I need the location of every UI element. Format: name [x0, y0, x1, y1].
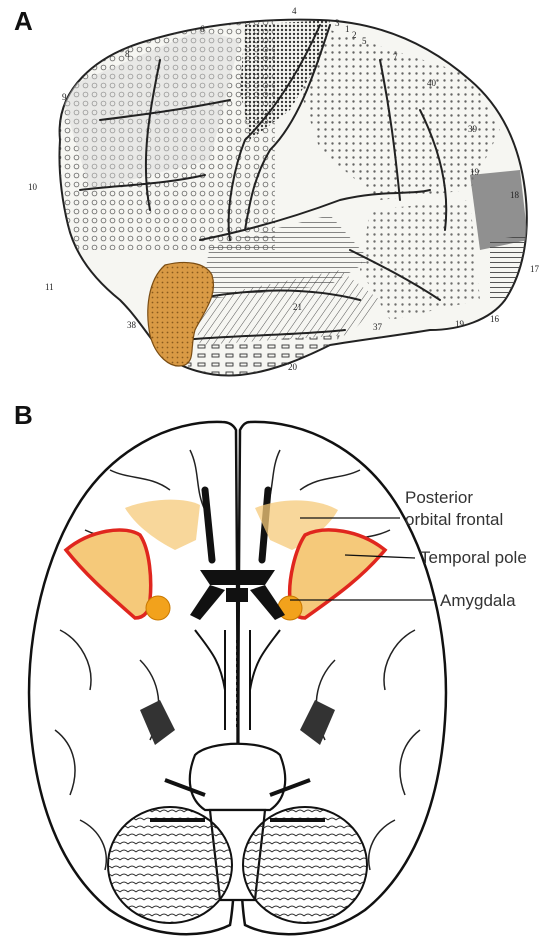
svg-text:6: 6 [200, 24, 205, 34]
svg-text:1: 1 [345, 24, 350, 34]
svg-text:40: 40 [427, 78, 437, 88]
svg-text:19: 19 [470, 167, 480, 177]
label-temporal-pole: Temporal pole [420, 548, 527, 567]
svg-text:9: 9 [62, 92, 67, 102]
cerebellum-left [108, 807, 232, 923]
pons [190, 744, 285, 810]
svg-text:3: 3 [335, 18, 340, 28]
label-posterior: Posterior [405, 488, 473, 507]
svg-text:4: 4 [292, 6, 297, 16]
svg-text:8: 8 [125, 49, 130, 59]
svg-text:18: 18 [510, 190, 520, 200]
svg-text:17: 17 [530, 264, 540, 274]
svg-text:37: 37 [373, 322, 383, 332]
panel-b-ventral-brain: Posterior orbital frontal Temporal pole … [0, 400, 553, 940]
svg-text:2: 2 [352, 30, 357, 40]
svg-text:7: 7 [393, 52, 398, 62]
svg-text:11: 11 [45, 282, 54, 292]
svg-text:39: 39 [468, 124, 478, 134]
label-orbital-frontal: orbital frontal [405, 510, 503, 529]
cerebellum-right [243, 807, 367, 923]
svg-text:5: 5 [362, 36, 367, 46]
label-amygdala: Amygdala [440, 591, 516, 610]
panel-a-lateral-brain: 4 3 1 2 5 6 8 9 10 11 7 40 39 19 18 17 1… [0, 0, 553, 395]
svg-text:38: 38 [127, 320, 137, 330]
svg-text:21: 21 [293, 302, 302, 312]
svg-text:19: 19 [455, 319, 465, 329]
svg-text:10: 10 [28, 182, 38, 192]
svg-text:16: 16 [490, 314, 500, 324]
amygdala-left [146, 596, 170, 620]
area-17 [490, 235, 528, 300]
svg-text:20: 20 [288, 362, 298, 372]
